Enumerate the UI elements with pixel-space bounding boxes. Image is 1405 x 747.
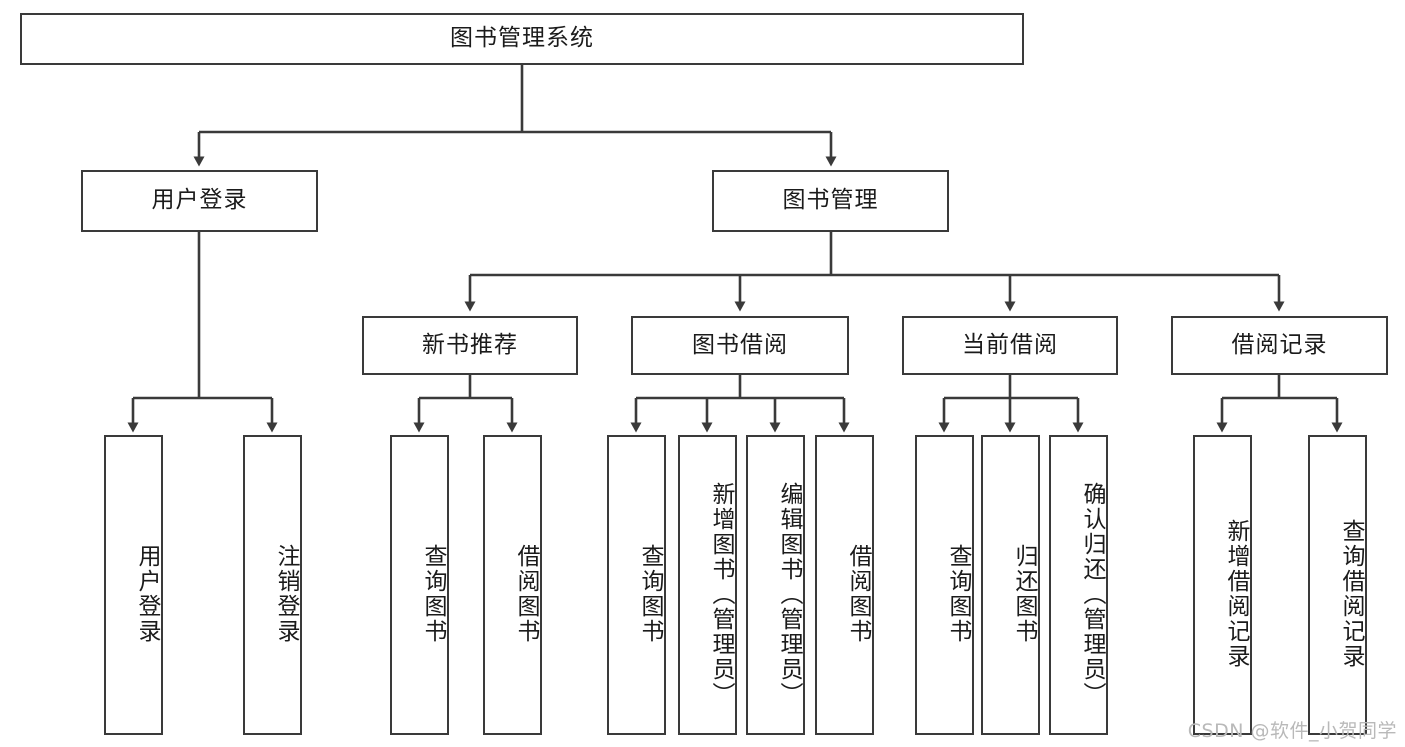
node-root-system[interactable]: 图书管理系统 bbox=[20, 13, 1024, 65]
node-label: 归还图书 bbox=[1011, 544, 1037, 644]
node-label: 借阅图书 bbox=[845, 544, 871, 644]
leaf-current-borrow-confirm-return-admin[interactable]: 确认归还（管理员） bbox=[1049, 435, 1108, 735]
leaf-borrow-records-add-record[interactable]: 新增借阅记录 bbox=[1193, 435, 1252, 735]
leaf-book-borrow-borrow-books[interactable]: 借阅图书 bbox=[815, 435, 874, 735]
watermark: CSDN @软件_小贺同学 bbox=[1187, 720, 1397, 742]
node-label: 查询图书 bbox=[945, 544, 971, 644]
leaf-user-login-login[interactable]: 用户登录 bbox=[104, 435, 163, 735]
node-current-borrow[interactable]: 当前借阅 bbox=[902, 316, 1118, 375]
leaf-new-book-borrow-books[interactable]: 借阅图书 bbox=[483, 435, 542, 735]
leaf-book-borrow-add-book-admin[interactable]: 新增图书（管理员） bbox=[678, 435, 737, 735]
node-label: 查询借阅记录 bbox=[1338, 519, 1364, 669]
leaf-new-book-query-books[interactable]: 查询图书 bbox=[390, 435, 449, 735]
node-label: 用户登录 bbox=[134, 544, 160, 644]
leaf-book-borrow-edit-book-admin[interactable]: 编辑图书（管理员） bbox=[746, 435, 805, 735]
node-label: 图书管理系统 bbox=[450, 25, 594, 52]
node-new-book-recommend[interactable]: 新书推荐 bbox=[362, 316, 578, 375]
node-label: 借阅图书 bbox=[513, 544, 539, 644]
node-label: 新书推荐 bbox=[422, 331, 518, 358]
leaf-book-borrow-query-books[interactable]: 查询图书 bbox=[607, 435, 666, 735]
node-label: 当前借阅 bbox=[962, 331, 1058, 358]
node-label: 图书借阅 bbox=[692, 331, 788, 358]
node-label: 查询图书 bbox=[420, 544, 446, 644]
node-label: 查询图书 bbox=[637, 544, 663, 644]
node-label: 用户登录 bbox=[151, 187, 248, 214]
node-borrow-records[interactable]: 借阅记录 bbox=[1171, 316, 1388, 375]
node-label: 注销登录 bbox=[273, 544, 299, 644]
leaf-current-borrow-query-books[interactable]: 查询图书 bbox=[915, 435, 974, 735]
node-user-login[interactable]: 用户登录 bbox=[81, 170, 318, 232]
leaf-current-borrow-return-books[interactable]: 归还图书 bbox=[981, 435, 1040, 735]
node-label: 确认归还（管理员） bbox=[1079, 481, 1105, 707]
node-label: 新增借阅记录 bbox=[1223, 519, 1249, 669]
node-label: 新增图书（管理员） bbox=[708, 481, 734, 707]
node-label: 借阅记录 bbox=[1231, 331, 1328, 358]
leaf-user-login-logout[interactable]: 注销登录 bbox=[243, 435, 302, 735]
node-book-management[interactable]: 图书管理 bbox=[712, 170, 949, 232]
node-book-borrow[interactable]: 图书借阅 bbox=[631, 316, 849, 375]
node-label: 图书管理 bbox=[782, 187, 879, 214]
leaf-borrow-records-query-record[interactable]: 查询借阅记录 bbox=[1308, 435, 1367, 735]
node-label: 编辑图书（管理员） bbox=[776, 481, 802, 707]
